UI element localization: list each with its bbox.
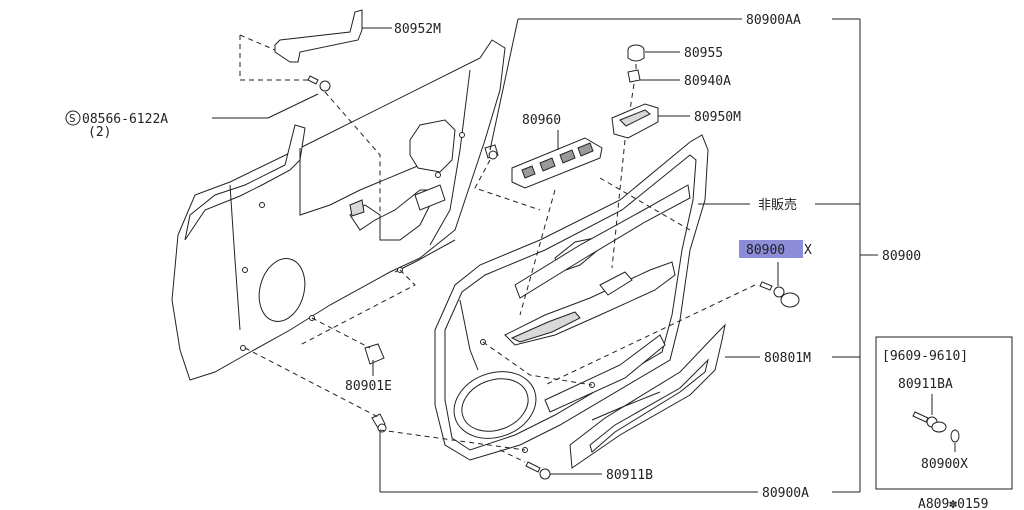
callout-80940A: 80940A — [684, 74, 731, 89]
highlight-box — [739, 240, 803, 258]
callout-80960: 80960 — [522, 113, 561, 128]
callout-80955: 80955 — [684, 46, 723, 61]
clip-80900AA — [484, 144, 499, 160]
callout-80952M: 80952M — [394, 22, 441, 37]
callout-80901E: 80901E — [345, 379, 392, 394]
callout-80950M: 80950M — [694, 110, 741, 125]
callout-non-sale: 非販売 — [758, 197, 797, 213]
inner-door-panel — [171, 39, 506, 381]
callout-80900A: 80900A — [762, 486, 809, 501]
cap-80955 — [627, 44, 645, 62]
inset-frame — [875, 336, 1013, 490]
s-symbol-letter: S — [69, 112, 76, 125]
callout-80911B: 80911B — [606, 468, 653, 483]
clip-80901E — [364, 343, 385, 365]
callout-08566: S 08566-6122A (2) — [65, 110, 168, 140]
highlighted-part-number: 80900 — [746, 243, 785, 258]
moulding-80801M — [569, 323, 726, 469]
part-number-08566: 08566-6122A — [82, 112, 168, 127]
clip-80940A — [627, 69, 641, 83]
escutcheon-80950M — [611, 103, 659, 139]
callouts: 80952M 80900AA 80955 80940A 80950M 80960… — [65, 13, 921, 501]
assembly-dashed-lines — [239, 34, 756, 463]
screw-08566 — [307, 75, 331, 92]
s-symbol-circle — [65, 110, 81, 126]
callout-80801M: 80801M — [764, 351, 811, 366]
window-switch-80960 — [511, 137, 603, 189]
highlighted-part-suffix: X — [804, 243, 812, 258]
screw-80911B — [525, 461, 551, 480]
callout-80900X-highlight: 80900 X — [739, 240, 812, 258]
callout-80900: 80900 — [882, 249, 921, 264]
screw-80900X — [759, 281, 800, 308]
figure-code: A809✽0159 — [918, 497, 988, 510]
quantity-08566: (2) — [88, 125, 111, 140]
inset-callout-80911BA: 80911BA — [898, 377, 953, 392]
callout-80900AA: 80900AA — [746, 13, 801, 28]
inset-callout-80900X: 80900X — [921, 457, 968, 472]
inset-box: [9609-9610] 80911BA 80900X — [875, 336, 1013, 490]
clip-80900A — [371, 413, 387, 433]
bracket-80952M — [274, 9, 363, 63]
leader-lines — [212, 18, 878, 493]
door-trim-panel — [434, 134, 709, 461]
inset-date-range: [9609-9610] — [882, 349, 968, 364]
